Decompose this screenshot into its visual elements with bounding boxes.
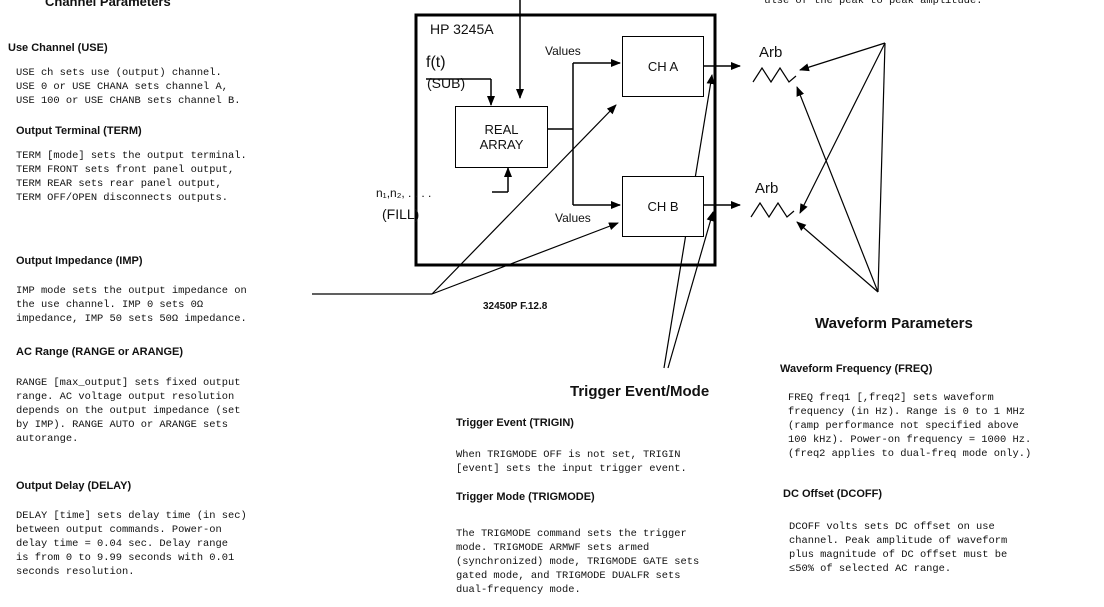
page-title: Channel Parameters [45,0,171,9]
output-impedance-heading: Output Impedance (IMP) [16,255,143,267]
figure-id: 32450P F.12.8 [483,301,548,312]
trigger-event-text: When TRIGMODE OFF is not set, TRIGIN[eve… [456,449,687,475]
fill-label: (FILL) [382,206,420,222]
leader-to-ch-a [431,104,617,295]
trigger-mode-heading: Trigger Mode (TRIGMODE) [456,491,595,503]
top-right-fragment: 'ulse of the peak to peak amplitude. [758,0,983,7]
values-bottom-label: Values [555,211,591,225]
fill-sequence: n₁,n₂, . . . . [376,186,432,200]
dc-offset-heading: DC Offset (DCOFF) [783,488,882,500]
arb-bottom-label: Arb [755,180,779,197]
channel-a-box: CH A [622,36,704,97]
waveform-frequency-heading: Waveform Frequency (FREQ) [780,363,933,375]
instrument-label: HP 3245A [430,21,494,37]
leader-to-ch-b [431,222,619,295]
note-to-arb-top [799,42,886,72]
instrument-frame [414,13,717,267]
arb-top-waveform [752,66,797,84]
ft-label: f(t) [426,54,446,71]
waveform-parameters-title: Waveform Parameters [815,315,973,332]
output-delay-text: DELAY [time] sets delay time (in sec)bet… [16,510,247,578]
values-top-label: Values [545,44,581,58]
arb-bottom-waveform [750,201,795,219]
output-delay-heading: Output Delay (DELAY) [16,480,132,492]
wp-to-arb-top [796,86,879,293]
output-terminal-text: TERM [mode] sets the output terminal.TER… [16,150,247,204]
ac-range-heading: AC Range (RANGE or ARANGE) [16,346,184,358]
channel-b-box: CH B [622,176,704,237]
arb-top-label: Arb [759,44,783,61]
output-terminal-heading: Output Terminal (TERM) [16,125,142,137]
trigger-event-mode-title: Trigger Event/Mode [570,383,710,400]
note-to-waveform-params [877,42,886,293]
note-to-arb-bottom [799,42,886,214]
real-array-box: REAL ARRAY [455,106,548,168]
trigger-event-heading: Trigger Event (TRIGIN) [456,417,574,429]
use-channel-text: USE ch sets use (output) channel.USE 0 o… [16,67,241,107]
wp-to-arb-bottom [796,221,879,293]
trigger-to-ch-b [667,211,715,369]
sub-label: (SUB) [427,75,466,91]
use-channel-heading: Use Channel (USE) [8,42,108,54]
